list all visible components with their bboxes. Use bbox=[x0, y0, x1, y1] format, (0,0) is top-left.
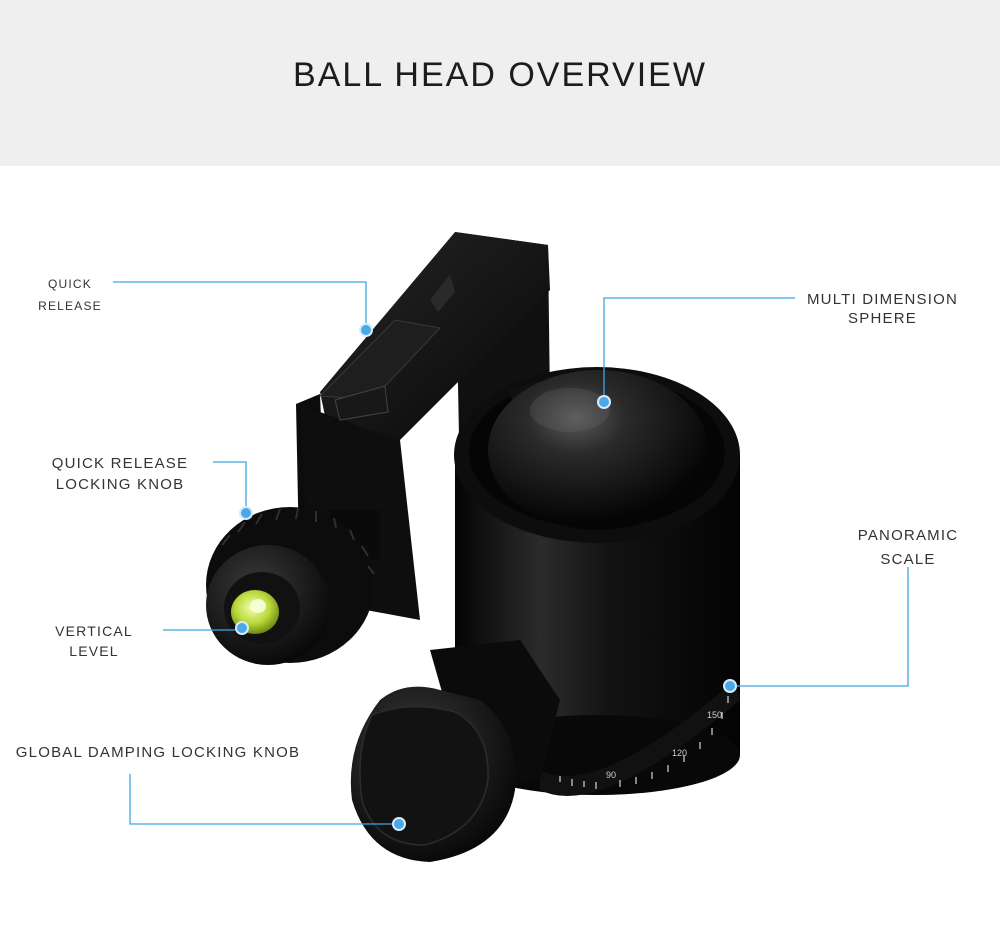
quick-release-locking-knob bbox=[206, 507, 380, 665]
label-global-damping-locking-knob: GLOBAL DAMPING LOCKING KNOB bbox=[15, 744, 301, 761]
dot-quick-release-locking-knob bbox=[239, 506, 253, 520]
page-title: BALL HEAD OVERVIEW bbox=[293, 56, 707, 94]
header-band: BALL HEAD OVERVIEW bbox=[0, 0, 1000, 166]
label-quick-release-locking-knob: QUICK RELEASE LOCKING KNOB bbox=[51, 455, 189, 493]
label-quick-release: QUICK RELEASE bbox=[38, 277, 102, 313]
label-vertical-level: VERTICAL LEVEL bbox=[55, 623, 133, 659]
callout-dots bbox=[235, 323, 737, 831]
scale-mark-120: 120 bbox=[672, 748, 687, 758]
dot-vertical-level bbox=[235, 621, 249, 635]
panoramic-scale: 90 120 150 bbox=[540, 680, 740, 796]
scale-mark-150: 150 bbox=[707, 710, 722, 720]
leader-global-damping-locking-knob bbox=[129, 774, 399, 825]
leader-multi-dimension-sphere bbox=[603, 297, 795, 402]
leader-quick-release-locking-knob bbox=[213, 461, 247, 512]
global-damping-locking-knob bbox=[350, 640, 560, 862]
dot-quick-release bbox=[359, 323, 373, 337]
scale-mark-90: 90 bbox=[606, 770, 616, 780]
label-multi-dimension-sphere: MULTI DIMENSION SPHERE bbox=[806, 291, 959, 327]
leader-quick-release bbox=[113, 281, 367, 330]
leader-panoramic-scale bbox=[730, 567, 909, 687]
dot-multi-dimension-sphere bbox=[597, 395, 611, 409]
dot-panoramic-scale bbox=[723, 679, 737, 693]
ball-sphere bbox=[488, 370, 708, 530]
dot-global-damping-locking-knob bbox=[392, 817, 406, 831]
callout-leaders bbox=[113, 281, 909, 825]
label-panoramic-scale: PANORAMIC SCALE bbox=[857, 527, 959, 568]
